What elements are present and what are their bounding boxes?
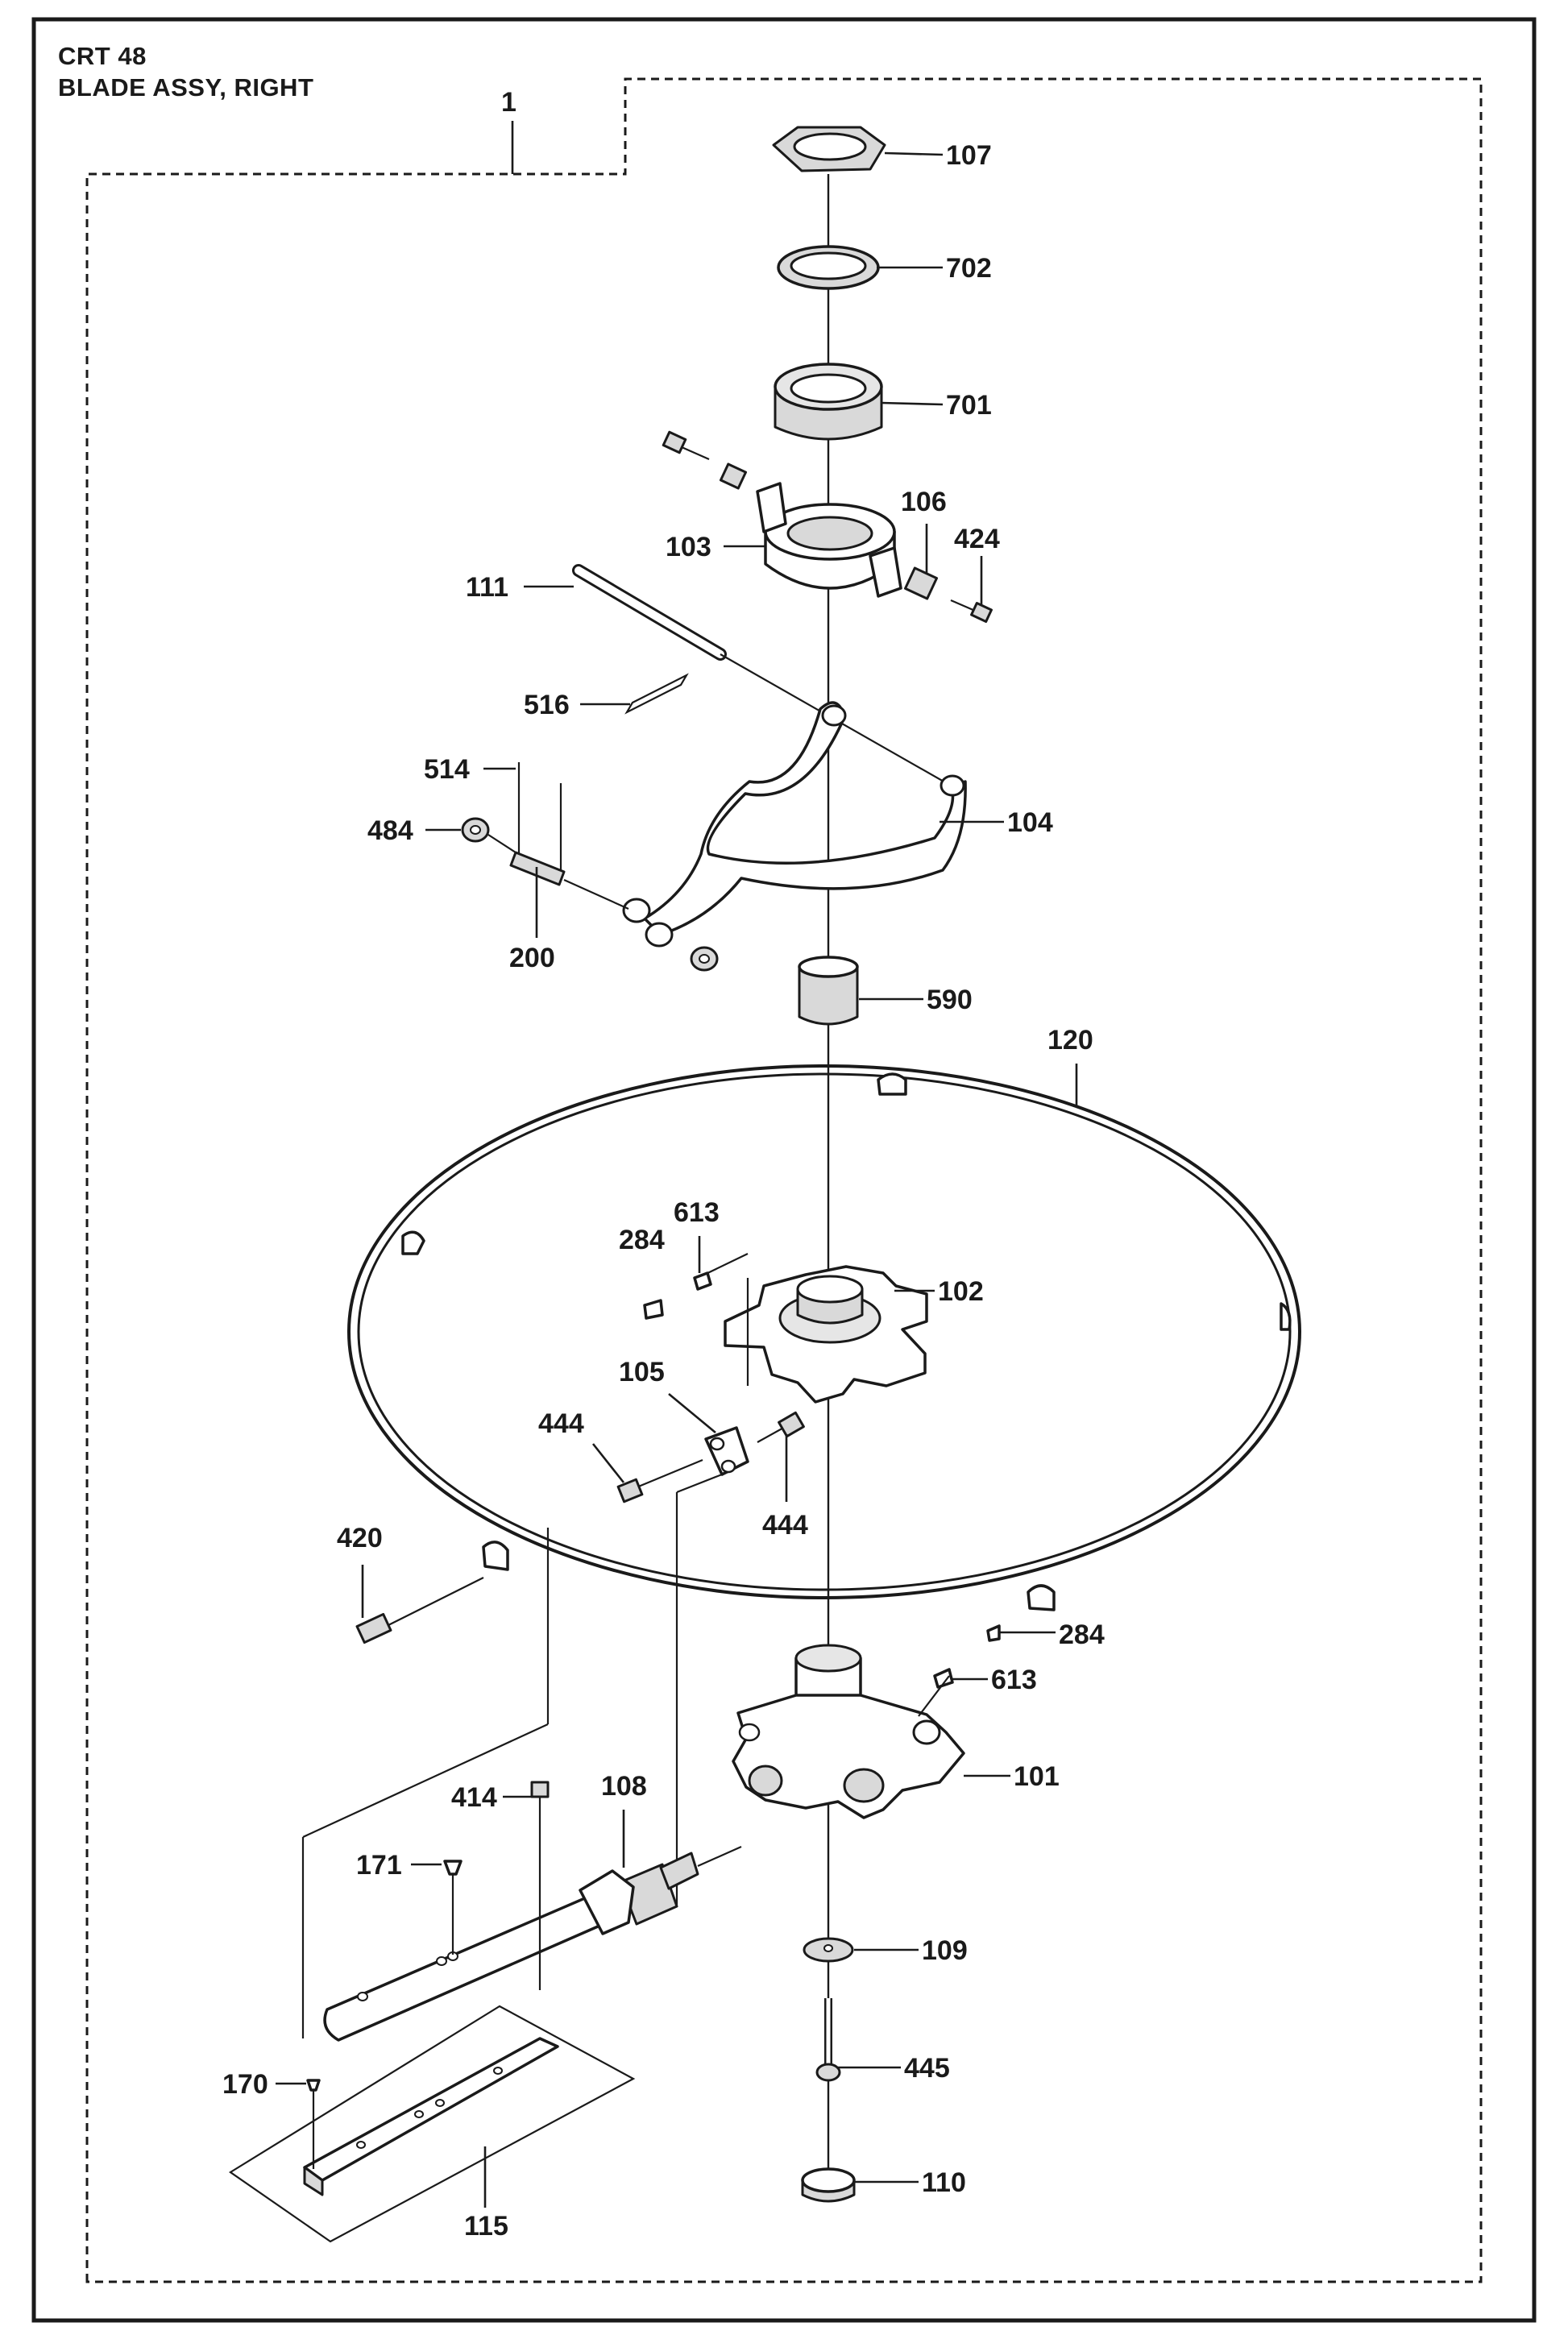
- assembly-boundary: [85, 77, 1483, 2283]
- part-702-ring: [777, 245, 880, 290]
- diagram-assembly-title: BLADE ASSY, RIGHT: [58, 73, 314, 102]
- diagram-model-title: CRT 48: [58, 42, 147, 70]
- part-414-bolt: [530, 1781, 550, 1990]
- part-170-screw: [306, 2079, 321, 2169]
- part-284-clip-upper: [643, 1299, 664, 1320]
- part-284-clip-lower: [986, 1624, 1001, 1642]
- callout-702: 702: [946, 253, 992, 284]
- callout-514: 514: [424, 754, 470, 785]
- callout-284-lower: 284: [1059, 1619, 1105, 1650]
- part-516-cotter-pin: [624, 673, 689, 715]
- callout-420: 420: [337, 1523, 383, 1553]
- callout-101: 101: [1014, 1761, 1060, 1792]
- part-109-washer: [803, 1937, 854, 1963]
- part-171-fitting: [443, 1860, 463, 1955]
- callout-445: 445: [904, 2053, 950, 2084]
- callout-613-upper: 613: [674, 1197, 720, 1228]
- callout-613-lower: 613: [991, 1665, 1037, 1695]
- callout-170: 170: [222, 2069, 268, 2100]
- callout-701: 701: [946, 390, 992, 421]
- callout-108: 108: [601, 1771, 647, 1802]
- callout-1: 1: [501, 87, 516, 118]
- callout-103: 103: [666, 532, 711, 562]
- callout-120: 120: [1047, 1025, 1093, 1055]
- part-613-nipple-lower: [933, 1668, 954, 1689]
- part-444-bolt-right: [757, 1411, 805, 1443]
- callout-110: 110: [922, 2167, 966, 2198]
- part-514-pins: [517, 762, 562, 870]
- part-200-pivot-pin: [487, 834, 629, 910]
- part-107-nut: [772, 126, 886, 172]
- part-102-hub-plate: [724, 1265, 928, 1404]
- callout-115: 115: [464, 2211, 508, 2242]
- part-613-nipple-upper: [693, 1271, 712, 1291]
- callout-516: 516: [524, 690, 570, 720]
- part-111-pin: [572, 564, 727, 661]
- callout-424: 424: [954, 524, 1000, 554]
- callout-106: 106: [901, 487, 947, 517]
- callout-109: 109: [922, 1935, 968, 1966]
- callout-414: 414: [451, 1782, 497, 1813]
- callout-111: 111: [466, 572, 508, 603]
- callout-444-left: 444: [538, 1408, 584, 1439]
- part-590-bushing: [798, 956, 859, 1026]
- callout-484: 484: [367, 815, 413, 846]
- part-484-washer: [461, 817, 719, 972]
- part-101-hub: [732, 1644, 965, 1819]
- callout-107: 107: [946, 140, 992, 171]
- part-445-bolt: [815, 1998, 841, 2082]
- part-420-bolt: [355, 1577, 484, 1644]
- callout-284-upper: 284: [619, 1225, 665, 1255]
- part-120-blade-ring: [347, 1064, 1301, 1611]
- part-110-cap: [801, 2167, 856, 2203]
- callout-102: 102: [938, 1276, 984, 1307]
- part-115-blade-bar: [228, 2005, 636, 2243]
- part-bolt-upper-left: [662, 430, 748, 490]
- part-104-swing-arm: [622, 701, 967, 948]
- part-103-housing: [756, 482, 902, 598]
- callout-105: 105: [619, 1357, 665, 1387]
- callout-200: 200: [509, 943, 555, 973]
- callout-104: 104: [1007, 807, 1053, 838]
- outer-frame: [31, 17, 1537, 2323]
- callout-171: 171: [356, 1850, 402, 1881]
- part-444-bolt-left: [616, 1458, 703, 1503]
- part-105-bracket: [704, 1426, 749, 1476]
- callout-590: 590: [927, 985, 973, 1015]
- part-106-spacer: [903, 566, 939, 600]
- part-701-bearing: [774, 363, 883, 441]
- callout-444-right: 444: [762, 1510, 808, 1541]
- part-108-blade-shaft: [323, 1845, 742, 2042]
- part-424-bolt: [950, 599, 993, 623]
